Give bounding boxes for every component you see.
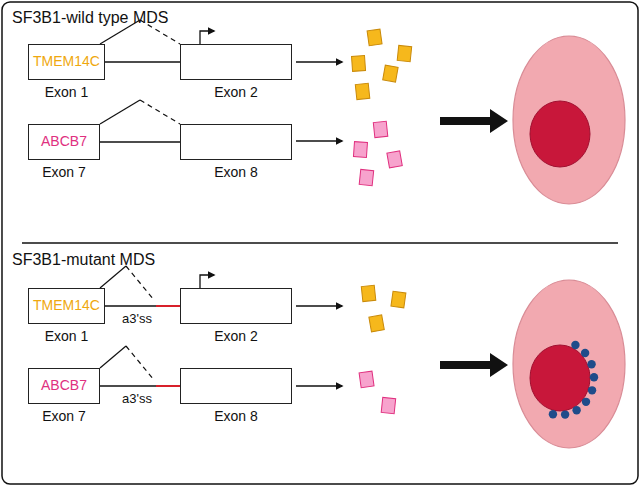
nucleus [530, 101, 590, 167]
splice-line [100, 100, 140, 124]
exon-label: Exon 1 [45, 328, 89, 344]
exon-box: ABCB7Exon 7 [28, 368, 100, 404]
big-arrow [440, 109, 508, 133]
cell [513, 36, 625, 204]
section-heading: SF3B1-mutant MDS [12, 251, 155, 269]
iron-dot [590, 373, 598, 381]
protein-squares [352, 29, 412, 99]
iron-dot [582, 398, 590, 406]
arrow [296, 385, 342, 386]
exon-box: TMEM14CExon 1 [28, 288, 105, 324]
exon-box: Exon 8 [180, 124, 292, 160]
exon-label: Exon 2 [214, 328, 258, 344]
iron-dot [571, 341, 579, 349]
exon-label: Exon 7 [42, 164, 86, 180]
iron-dot [549, 410, 557, 418]
exon-label: Exon 7 [42, 408, 86, 424]
iron-dot [572, 406, 580, 414]
a3ss-segment [156, 305, 180, 307]
gene-name: ABCB7 [41, 134, 87, 149]
iron-dot [581, 349, 589, 357]
exon-box: ABCB7Exon 7 [28, 124, 100, 160]
intron-line [105, 61, 180, 62]
arrow [296, 61, 342, 62]
tss-arrow [200, 31, 214, 44]
iron-dot [561, 410, 569, 418]
gene-name: TMEM14C [33, 298, 100, 313]
splice-line [126, 346, 154, 380]
gene-name: ABCB7 [41, 378, 87, 393]
splice-line [126, 266, 154, 300]
site-label: a3'ss [122, 391, 152, 406]
splice-line [100, 266, 126, 288]
arrow [296, 305, 342, 306]
nucleus [530, 345, 590, 411]
exon-box: Exon 8 [180, 368, 292, 404]
a3ss-segment [156, 385, 180, 387]
iron-granules [549, 341, 598, 419]
arrow [296, 140, 342, 141]
section-heading: SF3B1-wild type MDS [12, 9, 169, 27]
intron-line [100, 141, 180, 142]
cell [513, 280, 625, 448]
exon-label: Exon 1 [45, 84, 89, 100]
exon-label: Exon 2 [214, 84, 258, 100]
splice-line [140, 100, 180, 124]
exon-box: Exon 2 [180, 288, 292, 324]
protein-squares [353, 121, 402, 185]
protein-squares [361, 285, 406, 332]
intron-line [105, 305, 180, 306]
big-arrow [440, 353, 508, 377]
protein-squares [359, 371, 396, 414]
splice-line [100, 346, 126, 368]
iron-dot [588, 386, 596, 394]
exon-box: Exon 2 [180, 44, 292, 80]
exon-label: Exon 8 [214, 408, 258, 424]
tss-arrow [200, 275, 214, 288]
gene-name: TMEM14C [33, 54, 100, 69]
site-label: a3'ss [122, 311, 152, 326]
exon-label: Exon 8 [214, 164, 258, 180]
exon-box: TMEM14CExon 1 [28, 44, 105, 80]
intron-line [100, 385, 180, 386]
iron-dot [587, 360, 595, 368]
divider [22, 242, 618, 244]
